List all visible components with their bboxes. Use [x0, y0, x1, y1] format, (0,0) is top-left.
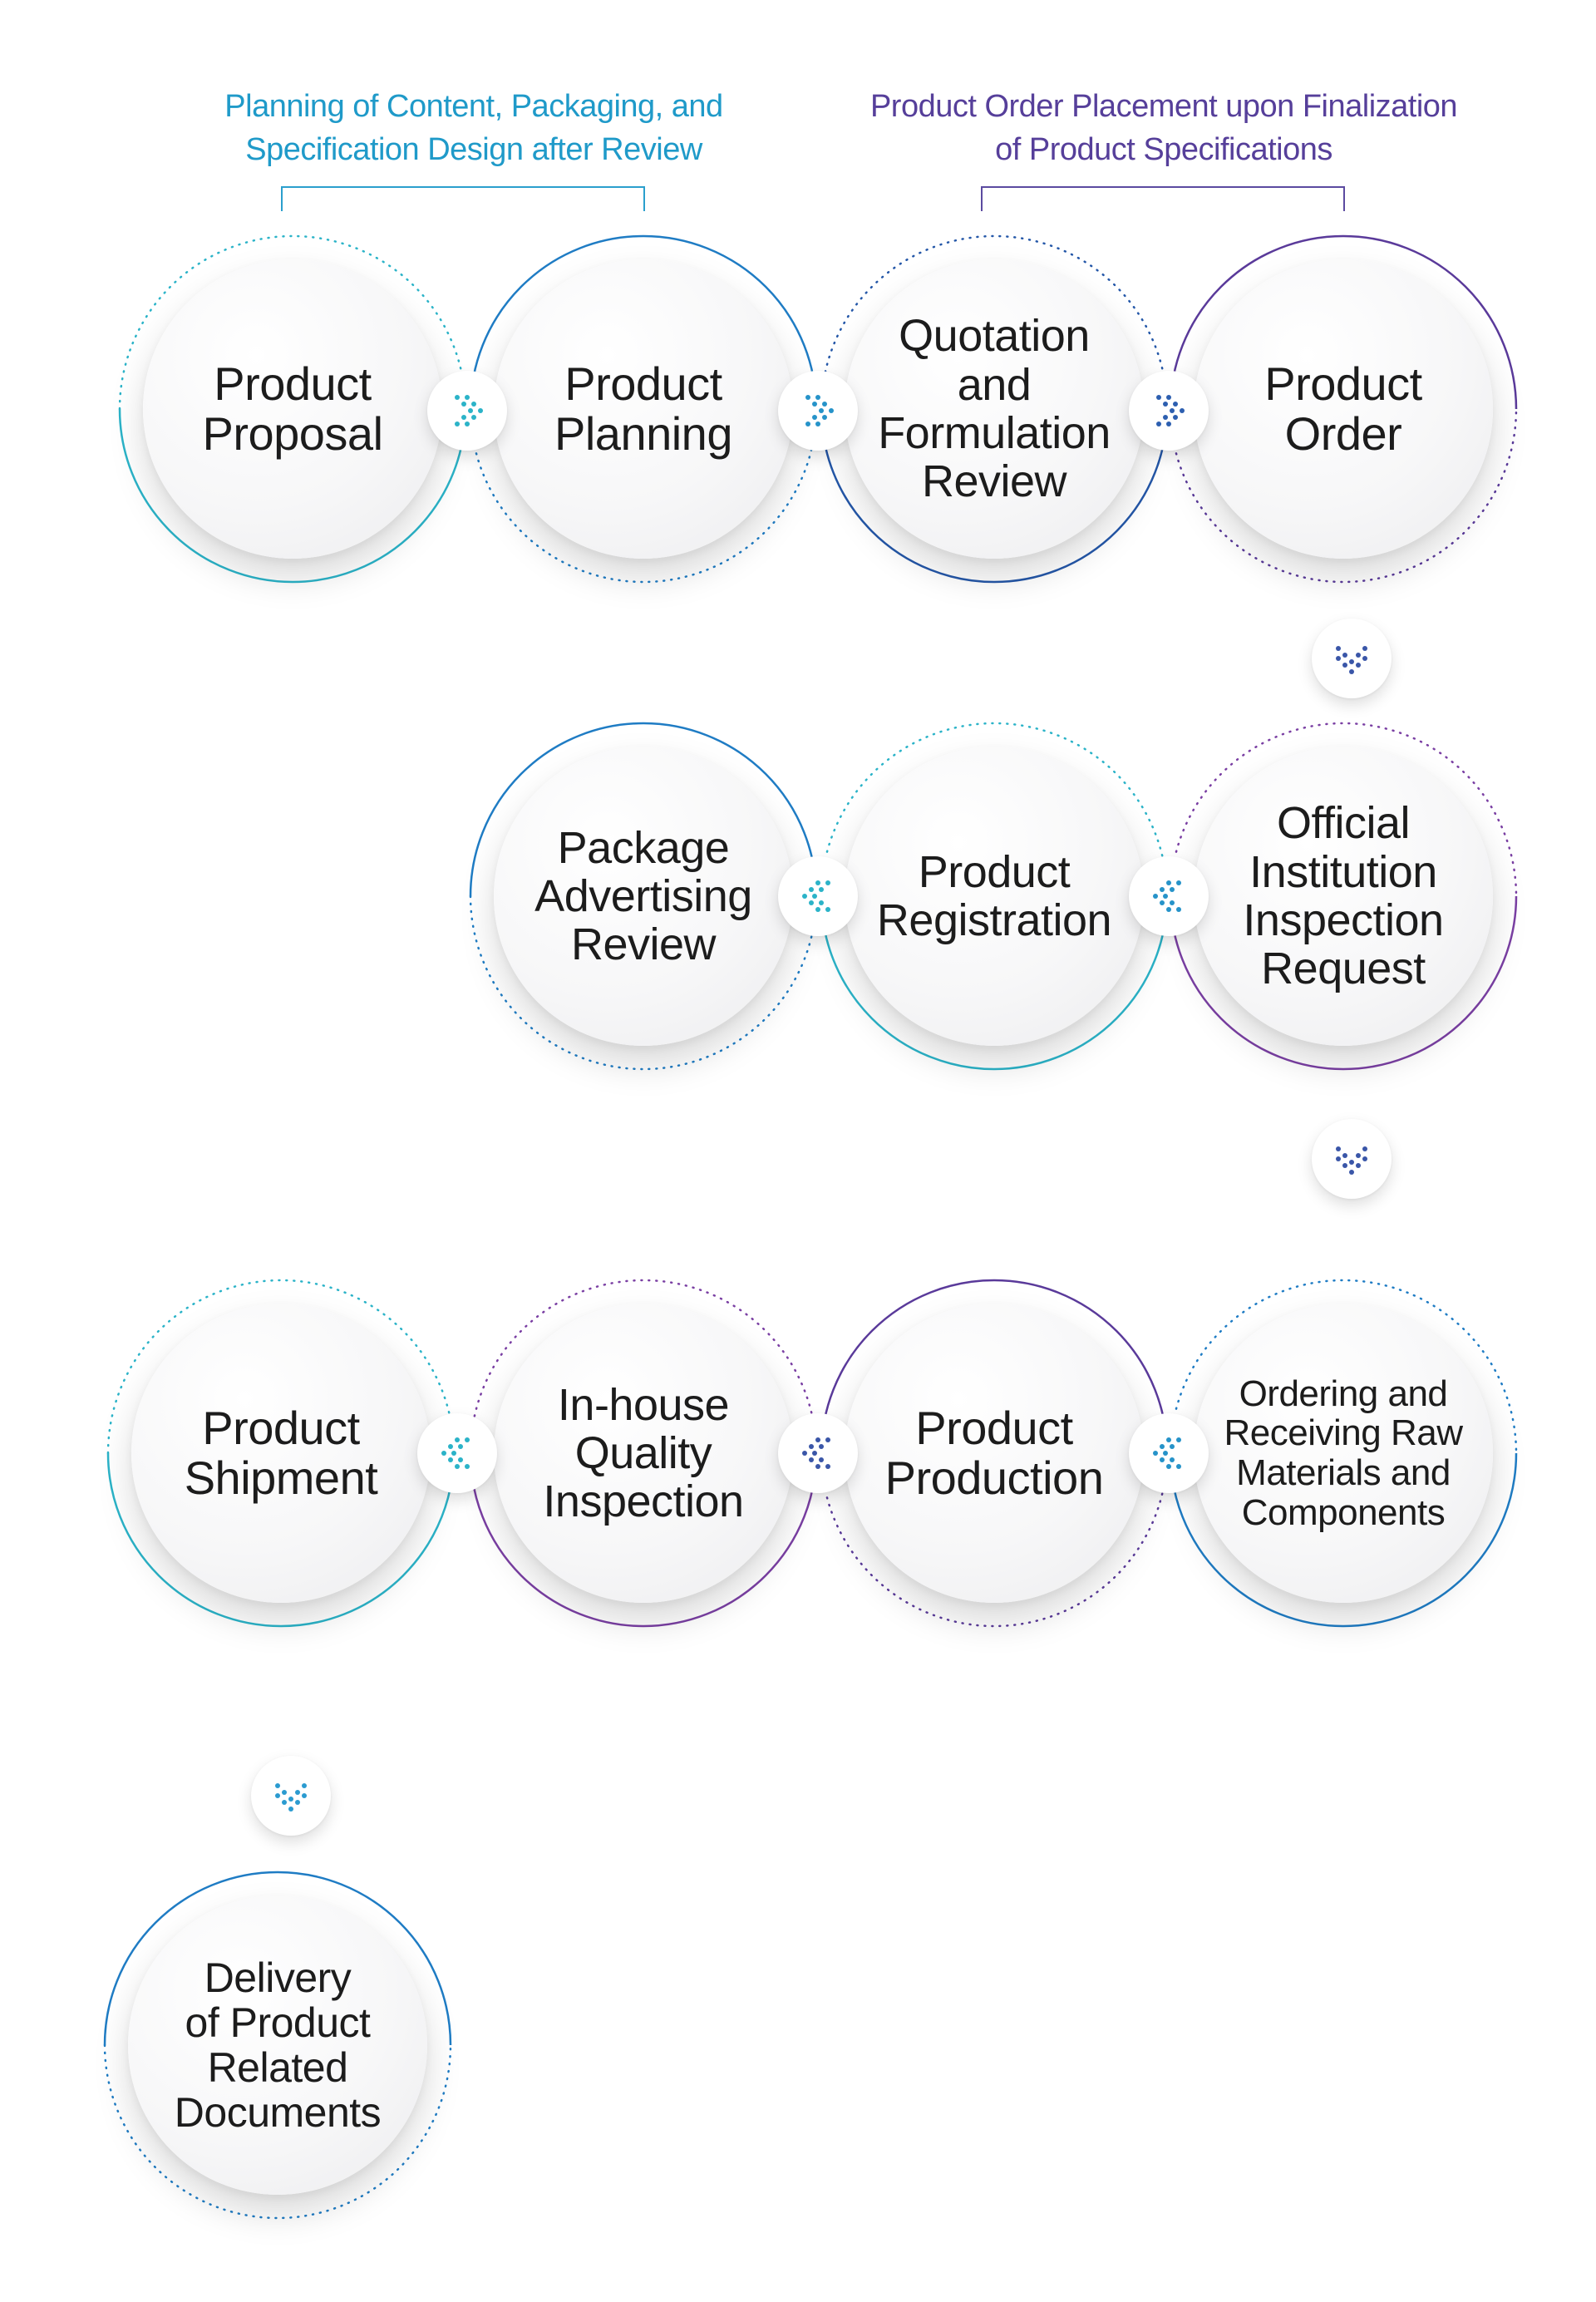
ring-dotted-arc: [469, 1279, 818, 1455]
step-label: Product Production: [884, 1401, 1104, 1504]
ring-dotted-arc: [820, 234, 1169, 411]
ring-solid-arc: [106, 1452, 456, 1628]
ring-solid-arc: [1169, 1452, 1518, 1628]
step-package-advertising-review: Package Advertising Review: [494, 747, 793, 1046]
ring-solid-arc: [469, 722, 818, 897]
ring-dotted-arc: [118, 234, 467, 411]
connector-down: [1312, 619, 1392, 698]
bracket-content-planning: [281, 186, 645, 211]
chevron-down-icon: [275, 1783, 307, 1812]
step-product-order: Product Order: [1194, 259, 1493, 559]
connector-right: [778, 371, 858, 451]
bracket-order-placement: [981, 186, 1345, 211]
chevron-right-icon: [805, 395, 834, 426]
chevron-left-icon: [1153, 880, 1181, 912]
connector-down: [1312, 1119, 1392, 1199]
chevron-left-icon: [441, 1437, 470, 1469]
connector-down: [251, 1756, 331, 1836]
ring-dotted-arc: [820, 1452, 1169, 1628]
ring-solid-arc: [118, 408, 467, 584]
step-label: Product Shipment: [184, 1401, 378, 1504]
ring-solid-arc: [820, 1279, 1169, 1454]
connector-left: [1129, 856, 1209, 936]
chevron-right-icon: [1156, 395, 1185, 426]
step-label: Product Registration: [876, 846, 1112, 945]
step-product-planning: Product Planning: [494, 259, 793, 559]
step-label: Package Advertising Review: [534, 822, 752, 970]
step-label: Delivery of Product Related Documents: [174, 1954, 382, 2136]
step-in-house-quality-inspection: In-house Quality Inspection: [494, 1304, 793, 1603]
ring-solid-arc: [103, 1871, 452, 2046]
step-label: Product Proposal: [202, 357, 383, 460]
ring-solid-arc: [820, 408, 1169, 584]
chevron-left-icon: [1153, 1437, 1181, 1469]
step-official-inspection-request: Official Institution Inspection Request: [1194, 747, 1493, 1046]
connector-left: [778, 856, 858, 936]
ring-dotted-arc: [469, 407, 818, 584]
step-product-registration: Product Registration: [845, 747, 1144, 1046]
connector-left: [417, 1413, 497, 1493]
step-label: Ordering and Receiving Raw Materials and…: [1224, 1373, 1463, 1533]
connector-left: [778, 1413, 858, 1493]
ring-solid-arc: [469, 234, 818, 410]
caption-order-placement: Product Order Placement upon Finalizatio…: [869, 89, 1458, 167]
ring-dotted-arc: [103, 2043, 452, 2220]
connector-right: [1129, 371, 1209, 451]
ring-dotted-arc: [1169, 722, 1518, 898]
chevron-left-icon: [802, 880, 830, 912]
ring-dotted-arc: [106, 1279, 456, 1455]
ring-solid-arc: [469, 1452, 818, 1628]
chevron-down-icon: [1336, 646, 1367, 674]
ring-solid-arc: [1169, 895, 1518, 1071]
step-product-proposal: Product Proposal: [143, 259, 442, 559]
step-raw-materials-components: Ordering and Receiving Raw Materials and…: [1194, 1304, 1493, 1603]
chevron-left-icon: [802, 1437, 830, 1469]
step-label: Quotation and Formulation Review: [878, 311, 1111, 507]
step-product-shipment: Product Shipment: [131, 1304, 431, 1603]
step-label: Product Planning: [554, 357, 732, 460]
ring-dotted-arc: [1169, 407, 1518, 584]
ring-dotted-arc: [469, 895, 818, 1071]
ring-solid-arc: [820, 895, 1169, 1071]
connector-right: [427, 371, 507, 451]
ring-solid-arc: [1169, 234, 1518, 410]
caption-content-planning: Planning of Content, Packaging, and Spec…: [224, 89, 723, 167]
ring-dotted-arc: [1169, 1279, 1518, 1455]
chevron-right-icon: [455, 395, 483, 426]
step-label: Product Order: [1264, 357, 1422, 460]
connector-left: [1129, 1413, 1209, 1493]
step-label: Official Institution Inspection Request: [1243, 798, 1444, 994]
step-product-production: Product Production: [845, 1304, 1144, 1603]
ring-dotted-arc: [820, 722, 1169, 898]
chevron-down-icon: [1336, 1146, 1367, 1175]
step-quotation-formulation-review: Quotation and Formulation Review: [845, 259, 1144, 559]
step-label: In-house Quality Inspection: [543, 1379, 744, 1527]
step-delivery-related-documents: Delivery of Product Related Documents: [128, 1895, 427, 2195]
